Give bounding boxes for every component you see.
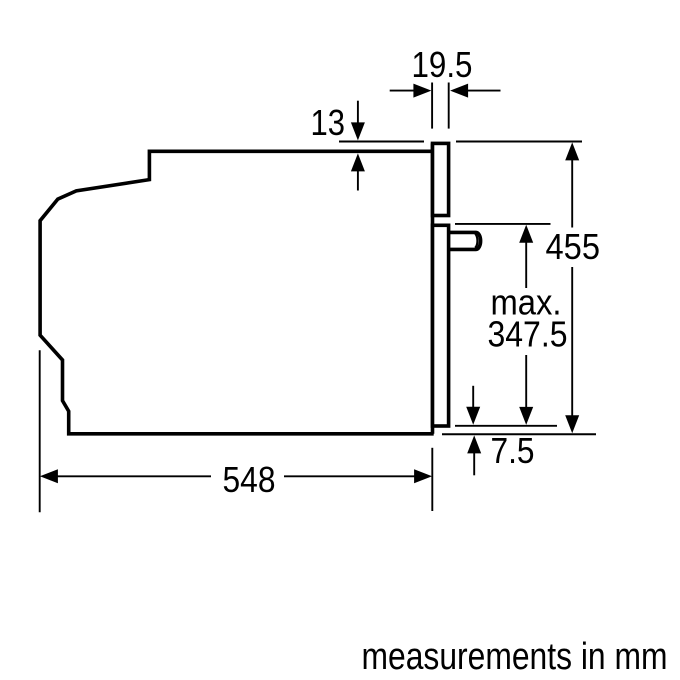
svg-text:7.5: 7.5 [491, 430, 535, 471]
svg-text:347.5: 347.5 [488, 314, 568, 355]
svg-text:455: 455 [546, 226, 601, 267]
svg-text:19.5: 19.5 [412, 44, 473, 85]
svg-text:548: 548 [223, 459, 276, 500]
svg-text:13: 13 [311, 102, 346, 143]
svg-text:max.: max. [491, 282, 562, 323]
svg-text:measurements in mm: measurements in mm [362, 636, 668, 678]
